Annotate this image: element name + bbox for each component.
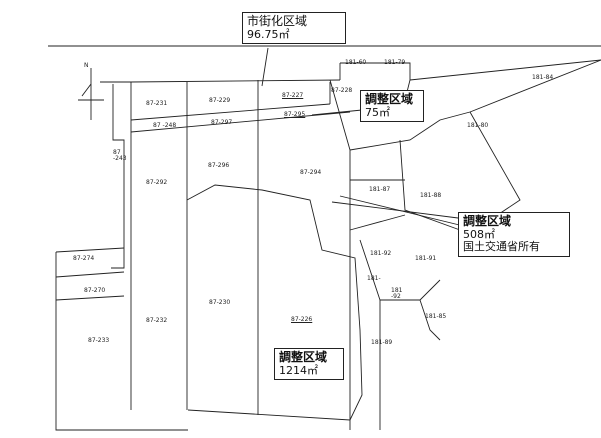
callout-adjust-mid-size: 508㎡ — [463, 227, 495, 241]
lot-87-294: 87-294 — [300, 169, 322, 176]
parcel-lines — [48, 45, 601, 431]
callout-adjust-large: 調整区域 1214㎡ — [274, 348, 344, 381]
lot-87-296: 87-296 — [208, 162, 230, 169]
callout-adjust-small-title: 調整区域 — [365, 92, 414, 106]
lot-87-297: 87-297 — [211, 119, 233, 126]
callout-adjust-mid: 調整区域 508㎡ 国土交通省所有 — [458, 212, 570, 258]
lot-181-87: 181-87 — [369, 186, 391, 193]
lot-181-88: 181-88 — [420, 192, 442, 199]
lot-181-79: 181-79 — [384, 59, 406, 66]
lot-181-89: 181-89 — [371, 339, 393, 346]
callout-urban-area: 市街化区域 96.75㎡ — [242, 12, 346, 45]
north-arrow-label: N — [84, 62, 89, 69]
lot-181-80: 181-80 — [467, 122, 489, 129]
lot-87-227: 87-227 — [282, 92, 304, 99]
lot-87-small: 87 -248 — [153, 122, 177, 129]
lot-181-91: 181-91 — [415, 255, 437, 262]
callout-adjust-small-size: 75㎡ — [365, 105, 390, 119]
callout-leaders — [261, 47, 459, 219]
lot-87-232: 87-232 — [146, 317, 168, 324]
lot-87-270: 87-270 — [84, 287, 106, 294]
lot-181-small-a: 181- — [367, 275, 381, 282]
callout-urban-size: 96.75㎡ — [247, 27, 290, 41]
callout-urban-title: 市街化区域 — [247, 14, 308, 28]
lot-181-60: 181-60 — [345, 59, 367, 66]
lot-87-295: 87-295 — [284, 111, 306, 118]
callout-adjust-large-size: 1214㎡ — [279, 363, 318, 377]
callout-adjust-large-title: 調整区域 — [279, 350, 328, 364]
lot-87-274: 87-274 — [73, 255, 95, 262]
lot-87-226: 87-226 — [291, 316, 313, 323]
lot-87-228: 87-228 — [331, 87, 353, 94]
lot-181-small-b: 181 -92 — [391, 287, 403, 300]
lot-87-231: 87-231 — [146, 100, 168, 107]
lot-181-84: 181-84 — [532, 74, 554, 81]
lot-87-292: 87-292 — [146, 179, 168, 186]
lot-181-85: 181-85 — [425, 313, 447, 320]
lot-181-92: 181-92 — [370, 250, 392, 257]
lot-87-243: 87 -243 — [113, 149, 127, 162]
callout-adjust-mid-owner: 国土交通省所有 — [463, 240, 540, 254]
callout-adjust-mid-title: 調整区域 — [463, 214, 512, 228]
lot-87-229: 87-229 — [209, 97, 231, 104]
lot-87-230: 87-230 — [209, 299, 231, 306]
callout-adjust-small: 調整区域 75㎡ — [360, 90, 424, 123]
lot-87-233: 87-233 — [88, 337, 110, 344]
